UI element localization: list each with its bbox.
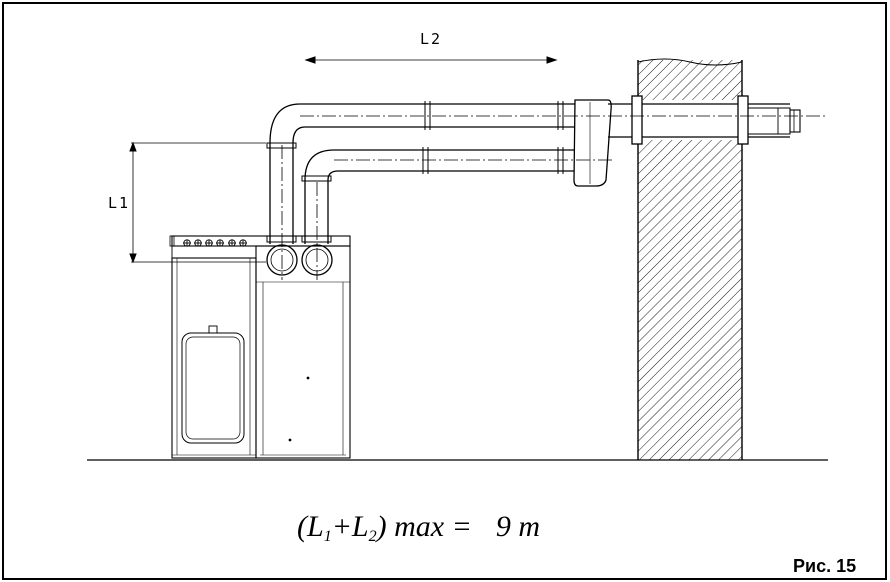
wall bbox=[637, 58, 743, 460]
l1-label: L1 bbox=[108, 194, 130, 212]
l2-label: L2 bbox=[420, 30, 442, 48]
boiler-unit bbox=[169, 235, 351, 459]
l2-dimension bbox=[304, 56, 558, 64]
figure-caption: Рис. 15 bbox=[793, 556, 857, 576]
flue-adapter bbox=[573, 99, 612, 187]
center-lines bbox=[281, 115, 828, 280]
l1-dimension bbox=[129, 141, 266, 264]
lower-flue-pipe bbox=[301, 147, 576, 244]
upper-flue-pipe bbox=[266, 101, 580, 244]
wall-terminal bbox=[608, 95, 801, 145]
max-length-formula: (L1+L2) max =9 m bbox=[297, 510, 541, 545]
